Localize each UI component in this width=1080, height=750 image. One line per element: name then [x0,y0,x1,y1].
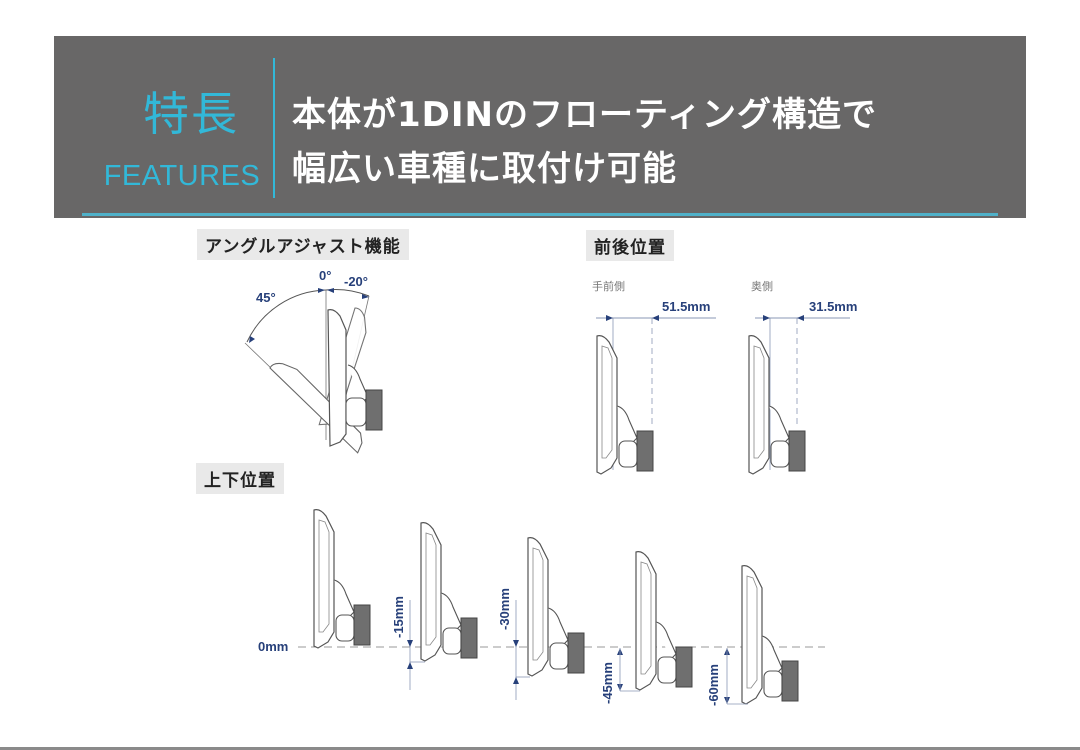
headline-line-1: 本体が1DINのフローティング構造で [292,95,877,135]
banner-title-jp: 特長 [143,87,239,141]
front-side-label: 手前側 [592,280,625,293]
front-position-diagram [596,315,716,475]
features-banner: 特長 FEATURES 本体が1DINのフローティング構造で 幅広い車種に取付け… [54,36,1026,218]
front-back-label: 前後位置 [586,230,674,261]
position-30mm-label: -30mm [497,588,512,630]
up-down-label: 上下位置 [196,463,284,494]
angle-adjust-label: アングルアジャスト機能 [197,229,409,260]
back-position-diagram [748,315,850,475]
position-60mm-label: -60mm [706,664,721,706]
banner-title-en: FEATURES [103,160,261,192]
back-distance-label: 31.5mm [809,299,858,314]
back-side-label: 奥側 [751,280,773,293]
banner-underline [82,213,998,216]
position-15mm-label: -15mm [391,596,406,638]
angle-back-label: -20° [344,274,368,289]
headline-line-2: 幅広い車種に取付け可能 [292,149,677,189]
front-distance-label: 51.5mm [662,299,711,314]
angle-forward-label: 45° [256,290,276,305]
angle-zero-label: 0° [319,268,332,283]
banner-divider [273,58,275,198]
up-down-diagram [298,509,825,705]
position-0mm-label: 0mm [258,639,289,654]
banner-headline: 本体が1DINのフローティング構造で 幅広い車種に取付け可能 [292,88,877,196]
bottom-border [0,747,1080,750]
position-45mm-label: -45mm [600,662,615,704]
angle-adjust-diagram [244,288,383,454]
